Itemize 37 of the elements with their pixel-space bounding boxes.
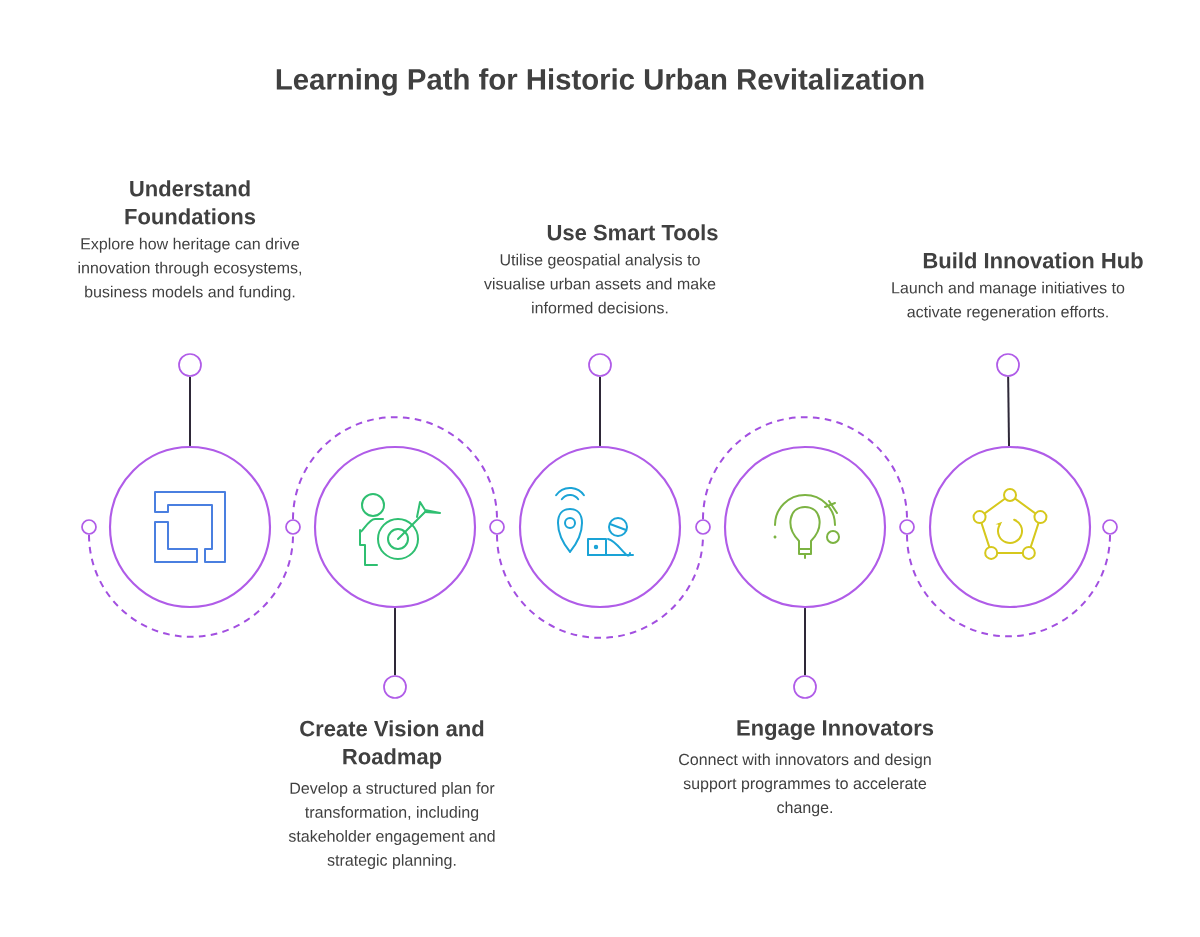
- step-heading: Build Innovation Hub: [923, 252, 1143, 269]
- pin-circle: [178, 353, 202, 377]
- step-circle: [723, 445, 887, 609]
- step-circle: [313, 445, 477, 609]
- connector-line: [1007, 375, 1010, 447]
- connector-line: [804, 607, 806, 677]
- pin-circle: [588, 353, 612, 377]
- title: Learning Path for Historic Urban Revitalization: [276, 68, 924, 96]
- connector-line: [189, 375, 191, 447]
- step-heading: Understand Foundations: [125, 180, 256, 225]
- connector-dot: [1102, 519, 1118, 535]
- connector-dot: [81, 519, 97, 535]
- step-circle: [108, 445, 272, 609]
- connector-dot: [285, 519, 301, 535]
- step-heading: Create Vision and Roadmap: [300, 720, 484, 769]
- connector-line: [88, 533, 294, 638]
- pin-circle: [996, 353, 1020, 377]
- connector-line: [496, 533, 704, 639]
- pin-circle: [793, 675, 817, 699]
- step-description: Connect with innovators and design support programmes to accelerate change.: [679, 753, 931, 817]
- step-heading: Engage Innovators: [737, 720, 934, 741]
- step-circle: [518, 445, 682, 609]
- step-circle: [928, 445, 1092, 609]
- connector-dot: [489, 519, 505, 535]
- step-description: Launch and manage initiatives to activate regeneration efforts.: [892, 281, 1125, 321]
- connector-line: [394, 607, 396, 677]
- step-description: Utilise geospatial analysis to visualise urban assets and make informed decisions.: [484, 253, 716, 314]
- step-description: Explore how heritage can drive innovation through ecosystems, business models and funding.: [78, 237, 302, 301]
- connector-line: [292, 416, 498, 521]
- connector-dot: [899, 519, 915, 535]
- connector-dot: [695, 519, 711, 535]
- connector-line: [702, 416, 908, 521]
- connector-line: [906, 533, 1111, 638]
- step-description: Develop a structured plan for transformation, including stakeholder engagement and strategic planning.: [288, 782, 495, 869]
- connector-line: [599, 375, 601, 447]
- pin-circle: [383, 675, 407, 699]
- step-heading: Use Smart Tools: [547, 224, 718, 241]
